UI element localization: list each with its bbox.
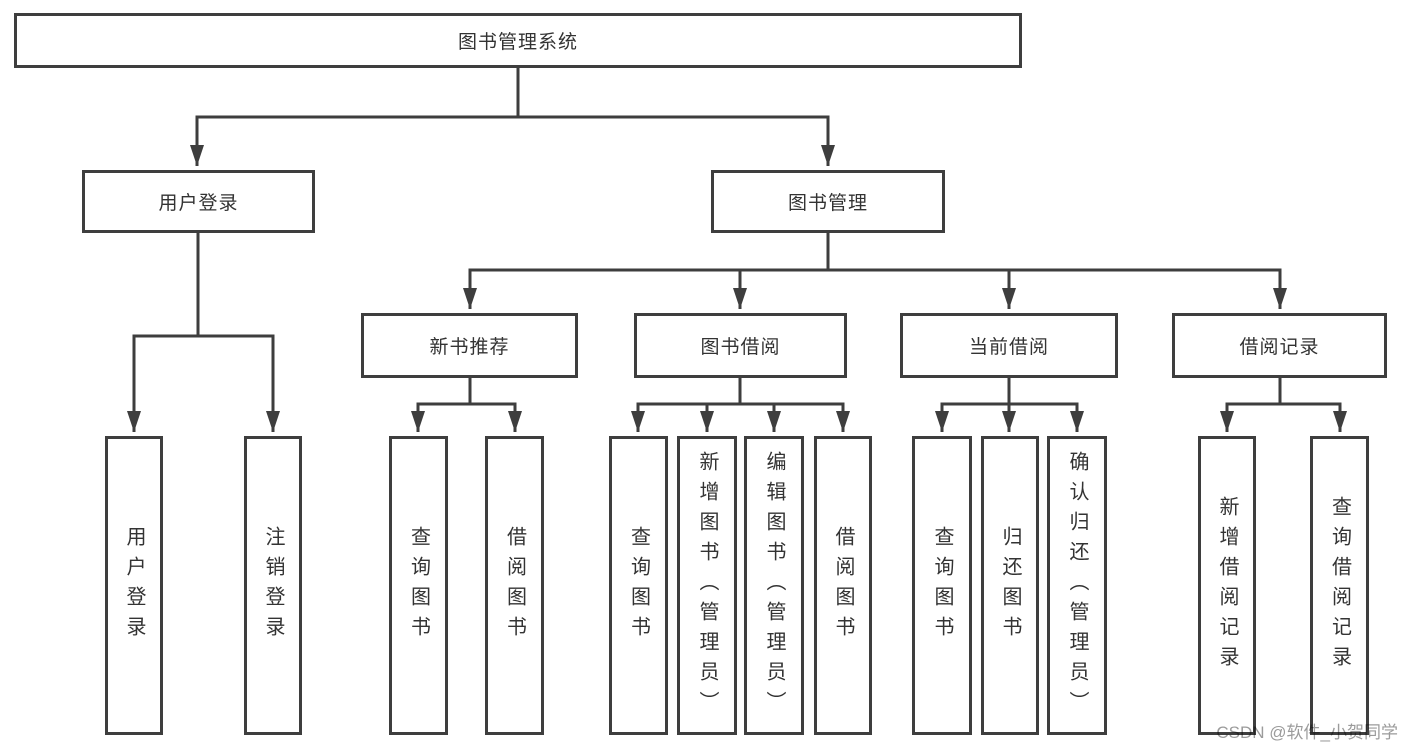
leaf-label: 查询借阅记录 <box>1328 495 1351 676</box>
node-label: 图书管理 <box>787 193 868 214</box>
leaf-label: 新增图书（管理员） <box>696 450 718 721</box>
node-label: 用户登录 <box>158 193 239 214</box>
leaf-query-borrow-record: 查询借阅记录 <box>1310 436 1369 735</box>
node-book-borrow: 图书借阅 <box>634 313 847 378</box>
csdn-watermark: CSDN @软件_小贺同学 <box>1216 723 1398 742</box>
node-label: 图书借阅 <box>700 337 781 358</box>
node-label: 新书推荐 <box>429 337 510 358</box>
leaf-add-book-admin: 新增图书（管理员） <box>677 436 737 735</box>
node-current-borrow: 当前借阅 <box>900 313 1118 378</box>
leaf-label: 查询图书 <box>407 525 430 646</box>
leaf-query-books-borrow: 查询图书 <box>609 436 668 735</box>
node-user-login: 用户登录 <box>82 170 315 233</box>
leaf-borrow-books: 借阅图书 <box>814 436 872 735</box>
node-label: 当前借阅 <box>968 337 1049 358</box>
leaf-logout: 注销登录 <box>244 436 302 735</box>
leaf-confirm-return-admin: 确认归还（管理员） <box>1047 436 1107 735</box>
leaf-label: 用户登录 <box>123 525 145 646</box>
leaf-borrow-books-recommend: 借阅图书 <box>485 436 544 735</box>
leaf-label: 确认归还（管理员） <box>1066 450 1088 721</box>
leaf-query-books-current: 查询图书 <box>912 436 972 735</box>
leaf-return-book: 归还图书 <box>981 436 1039 735</box>
node-library-management-system: 图书管理系统 <box>14 13 1022 68</box>
node-label: 借阅记录 <box>1239 337 1320 358</box>
leaf-label: 注销登录 <box>262 525 284 646</box>
leaf-label: 编辑图书（管理员） <box>763 450 785 721</box>
leaf-add-borrow-record: 新增借阅记录 <box>1198 436 1256 735</box>
leaf-label: 借阅图书 <box>503 525 526 646</box>
node-label: 图书管理系统 <box>457 32 578 53</box>
leaf-user-login: 用户登录 <box>105 436 163 735</box>
leaf-label: 借阅图书 <box>832 525 854 646</box>
leaf-label: 查询图书 <box>627 525 650 646</box>
leaf-label: 新增借阅记录 <box>1216 495 1238 676</box>
leaf-label: 归还图书 <box>999 525 1021 646</box>
node-borrow-records: 借阅记录 <box>1172 313 1387 378</box>
node-new-book-recommend: 新书推荐 <box>361 313 578 378</box>
leaf-edit-book-admin: 编辑图书（管理员） <box>744 436 804 735</box>
leaf-label: 查询图书 <box>931 525 953 646</box>
node-book-management: 图书管理 <box>711 170 945 233</box>
leaf-query-books-recommend: 查询图书 <box>389 436 448 735</box>
